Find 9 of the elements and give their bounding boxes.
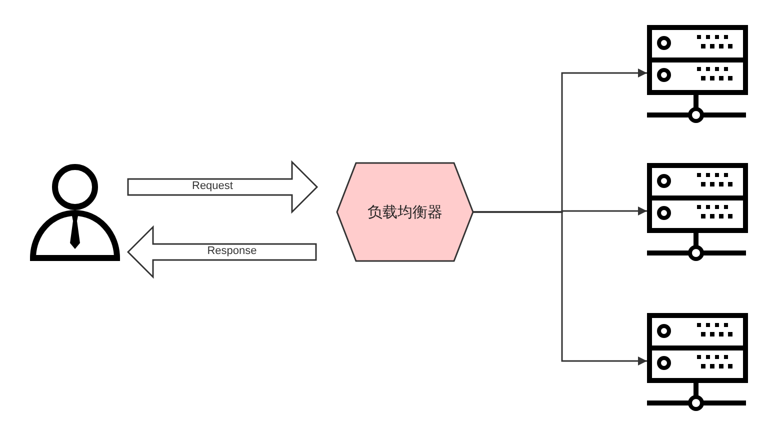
hexagon-node: 负载均衡器 [336,162,474,262]
edge-label: Response [207,245,257,257]
block-arrow [126,225,317,279]
edge-label: Request [192,180,233,192]
block-arrow [127,160,318,214]
server-icon [645,311,748,411]
arrow [472,211,647,366]
server-icon [645,161,748,261]
server-icon [645,23,748,123]
